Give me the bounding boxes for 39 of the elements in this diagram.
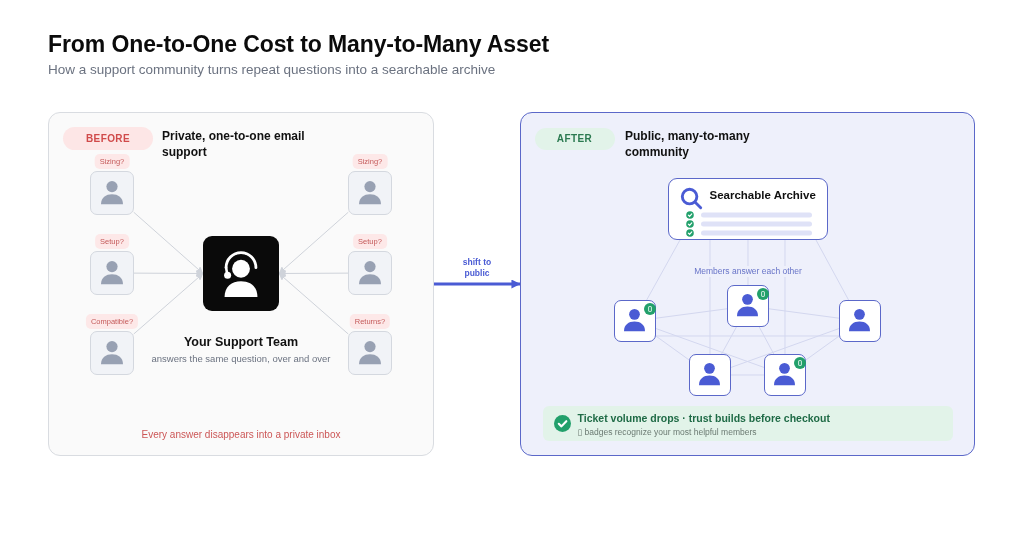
member-tile	[763, 353, 806, 396]
banner-title: Ticket volume drops · trust builds before checkout	[577, 411, 830, 424]
comparison-panel	[48, 112, 434, 456]
connector-line	[646, 239, 681, 301]
diagram-title: From One-to-One Cost to Many-to-Many Asset	[48, 31, 549, 58]
stage-pill: AFTER	[534, 127, 615, 150]
member-tile	[688, 353, 731, 396]
connector-line	[730, 328, 840, 368]
member-tile	[726, 284, 769, 327]
arrow	[278, 269, 349, 277]
connector-line	[655, 328, 765, 368]
arrow	[278, 211, 349, 274]
member-tile	[613, 299, 656, 342]
network-caption: Members answer each other	[691, 266, 805, 277]
connector-line	[721, 326, 737, 355]
connector-line	[805, 335, 840, 361]
node-title: Your Support Team	[183, 335, 299, 349]
archive-card	[667, 177, 828, 240]
connector-line	[655, 335, 690, 361]
card-title: Searchable Archive	[709, 188, 816, 201]
connector-line	[655, 308, 728, 319]
panel-heading: Private, one-to-one email support	[162, 128, 306, 160]
arrow	[133, 269, 204, 277]
arrow	[434, 279, 521, 289]
panel-heading: Public, many-to-many community	[625, 128, 751, 160]
comparison-panel	[520, 112, 975, 456]
stage-pill: BEFORE	[63, 127, 153, 150]
node-subtitle: answers the same question, over and over	[151, 353, 331, 364]
panel-footnote: Every answer disappears into a private inbox	[141, 429, 341, 440]
connector-line	[815, 239, 850, 301]
subtitle: How a support community turns repeat questions into a searchable archive	[48, 62, 496, 77]
arrow	[133, 273, 204, 335]
member-tile	[838, 299, 881, 342]
connector-line	[768, 308, 840, 319]
connector-line	[758, 326, 775, 355]
banner-note: ▯ badges recognize your most helpful members	[577, 426, 757, 437]
result-banner	[542, 405, 953, 441]
arrow	[133, 211, 204, 274]
arrow	[278, 273, 349, 335]
